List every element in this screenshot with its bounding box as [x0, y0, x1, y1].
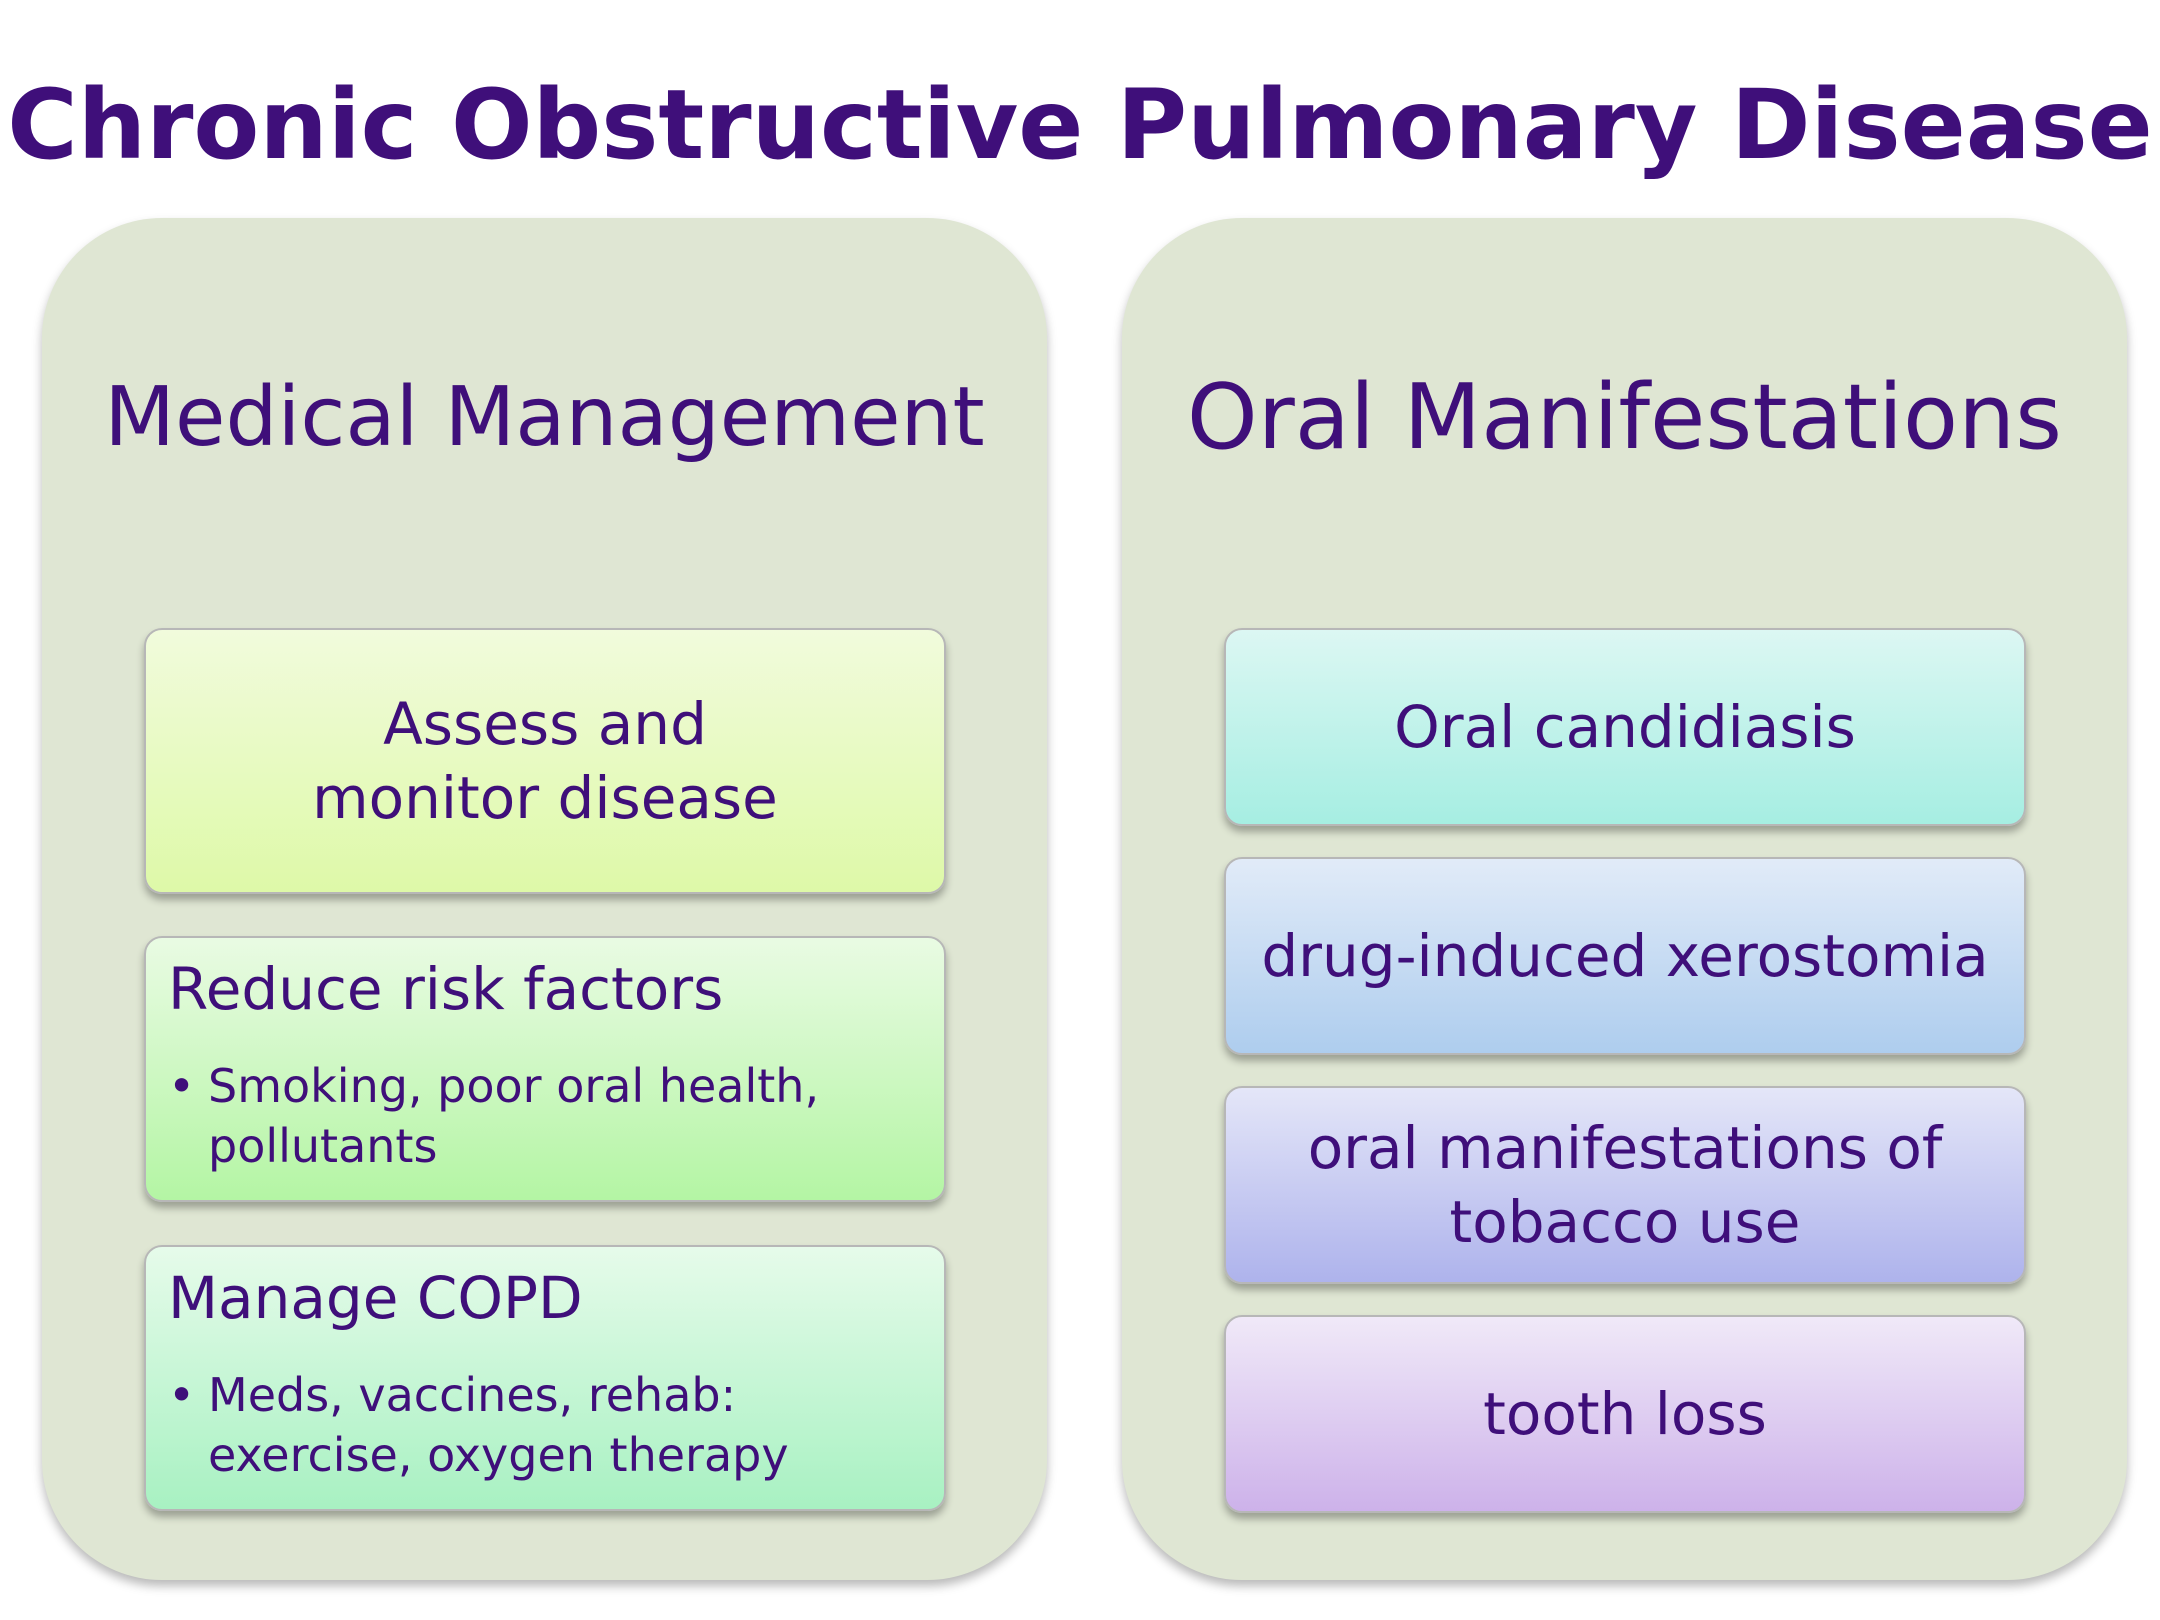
bullet-icon: •: [168, 1368, 196, 1422]
manage-copd-heading: Manage COPD: [168, 1264, 583, 1332]
manage-copd-bullet: • Meds, vaccines, rehab: exercise, oxyge…: [168, 1365, 928, 1485]
reduce-risk-factors-box: Reduce risk factors • Smoking, poor oral…: [144, 936, 946, 1202]
medical-management-heading: Medical Management: [104, 370, 985, 465]
reduce-risk-factors-bullet-text: Smoking, poor oral health, pollutants: [208, 1059, 820, 1173]
reduce-risk-factors-heading: Reduce risk factors: [168, 955, 724, 1023]
tobacco-manifestations-box: oral manifestations of tobacco use: [1224, 1086, 2026, 1284]
tooth-loss-text: tooth loss: [1483, 1380, 1767, 1448]
manage-copd-bullet-text: Meds, vaccines, rehab: exercise, oxygen …: [208, 1368, 789, 1482]
assess-monitor-box: Assess and monitor disease: [144, 628, 946, 894]
slide-title: Chronic Obstructive Pulmonary Disease: [7, 69, 2153, 181]
oral-manifestations-panel: Oral Manifestations Oral candidiasis dru…: [1122, 218, 2127, 1580]
medical-management-panel: Medical Management Assess and monitor di…: [42, 218, 1047, 1580]
reduce-risk-factors-bullet: • Smoking, poor oral health, pollutants: [168, 1056, 928, 1176]
tobacco-manifestations-text: oral manifestations of tobacco use: [1307, 1114, 1943, 1256]
manage-copd-box: Manage COPD • Meds, vaccines, rehab: exe…: [144, 1245, 946, 1511]
xerostomia-text: drug-induced xerostomia: [1261, 922, 1989, 990]
oral-manifestations-heading: Oral Manifestations: [1186, 365, 2063, 470]
bullet-icon: •: [168, 1059, 196, 1113]
tooth-loss-box: tooth loss: [1224, 1315, 2026, 1513]
xerostomia-box: drug-induced xerostomia: [1224, 857, 2026, 1055]
oral-candidiasis-box: Oral candidiasis: [1224, 628, 2026, 826]
assess-monitor-text: Assess and monitor disease: [312, 690, 778, 832]
oral-candidiasis-text: Oral candidiasis: [1394, 693, 1856, 761]
